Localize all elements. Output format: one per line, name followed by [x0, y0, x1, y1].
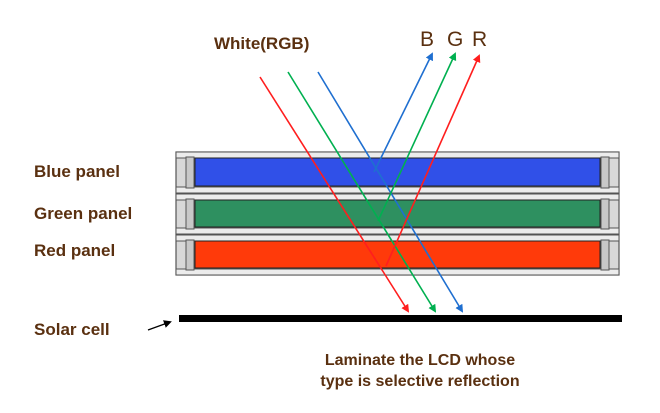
red-panel-label: Red panel	[34, 241, 116, 260]
solar-cell-pointer-arrow	[147, 320, 172, 331]
reflected-blue-ray	[373, 52, 433, 173]
incoming-green-ray	[287, 71, 437, 313]
incoming-blue-ray	[317, 71, 464, 313]
reflected-g-label: G	[447, 28, 464, 51]
diagram-caption: Laminate the LCD whose type is selective…	[250, 350, 590, 392]
reflected-green-ray	[377, 52, 457, 222]
red-panel	[175, 234, 620, 276]
blue-panel	[175, 151, 620, 194]
caption-line-1: Laminate the LCD whose	[324, 352, 516, 369]
reflected-r-label: R	[472, 28, 488, 51]
incoming-red-ray	[259, 76, 410, 313]
solar-cell-label: Solar cell	[34, 320, 110, 339]
solar-cell-bar	[179, 315, 622, 322]
blue-panel-label: Blue panel	[34, 162, 120, 181]
reflected-b-label: B	[420, 28, 435, 51]
green-panel-label: Green panel	[34, 204, 133, 223]
white-light-label: White(RGB)	[214, 34, 310, 53]
caption-line-2: type is selective reflection	[320, 373, 520, 390]
green-panel	[175, 193, 620, 235]
reflected-red-ray	[385, 54, 481, 267]
